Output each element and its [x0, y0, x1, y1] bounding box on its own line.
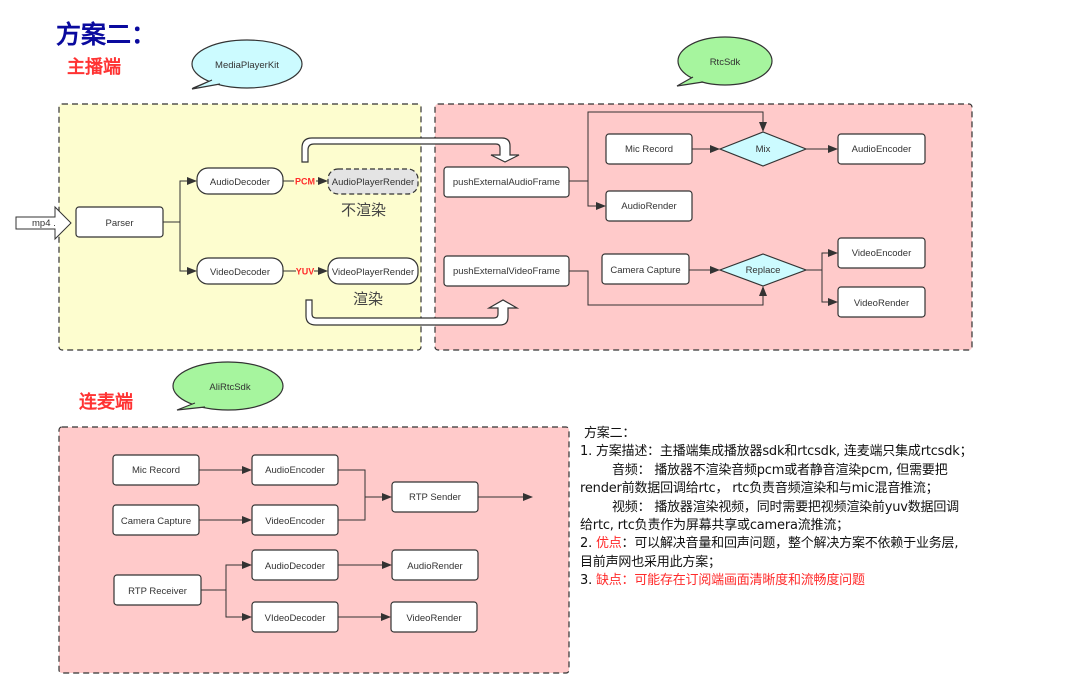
pros-text: ：可以解决音量和回声问题，整个解决方案不依赖于业务层,: [621, 536, 959, 552]
host-mic-record-label: Mic Record: [625, 144, 673, 155]
edge-receiver-to-video-decoder: [225, 590, 252, 621]
yuv-label: YUV: [296, 267, 315, 277]
edge-receiver-to-audio-decoder: [201, 561, 252, 591]
guest-audio-encoder-label: AudioEncoder: [265, 465, 325, 476]
guest-audio-encoder-node[interactable]: AudioEncoder: [251, 454, 339, 486]
video-decoder-label: VideoDecoder: [210, 267, 270, 278]
video-player-render-node[interactable]: VideoPlayerRender: [327, 257, 419, 285]
host-audio-render-label: AudioRender: [621, 201, 676, 212]
host-video-encoder-label: VideoEncoder: [852, 248, 912, 259]
guest-audio-decoder-node[interactable]: AudioDecoder: [251, 549, 339, 581]
edge-replace-to-encoder: [806, 249, 838, 271]
ali-rtc-sdk-bubble: AliRtcSdk: [172, 361, 284, 411]
mix-label: Mix: [756, 144, 771, 155]
edge-parser-split: [163, 177, 197, 223]
video-callback-arrow: [305, 299, 520, 326]
guest-video-render-node[interactable]: VideoRender: [390, 601, 478, 633]
host-video-render-node[interactable]: VideoRender: [837, 286, 926, 318]
guest-camera-capture-node[interactable]: Camera Capture: [112, 504, 200, 536]
guest-audio-render-label: AudioRender: [407, 561, 462, 572]
parser-label: Parser: [106, 218, 134, 229]
description-audio-line-2: render前数据回调给rtc， rtc负责音频渲染和与mic混音推流；: [580, 481, 939, 497]
mp4-input-arrow: mp4 .: [15, 205, 72, 241]
host-audio-encoder-node[interactable]: AudioEncoder: [837, 133, 926, 165]
host-video-render-label: VideoRender: [854, 298, 909, 309]
host-camera-capture-label: Camera Capture: [610, 265, 680, 276]
description-heading: 方案二：: [584, 426, 636, 441]
media-player-kit-bubble: MediaPlayerKit: [191, 39, 303, 90]
edge-audio-encoder-to-sender: [338, 469, 392, 501]
host-video-encoder-node[interactable]: VideoEncoder: [837, 237, 926, 269]
pros-label: 优点: [595, 536, 622, 552]
edge-replace-to-render: [821, 270, 838, 306]
edge-push-video-to-replace: [569, 270, 767, 306]
description-item-1: 1. 方案描述：主播端集成播放器sdk和rtcsdk, 连麦端只集成rtcsdk…: [580, 444, 973, 460]
mp4-label: mp4 .: [32, 218, 56, 229]
rtp-sender-label: RTP Sender: [409, 492, 461, 503]
guest-section-label: 连麦端: [79, 391, 133, 413]
guest-mic-record-label: Mic Record: [132, 465, 180, 476]
audio-player-render-label: AudioPlayerRender: [332, 177, 414, 188]
rtp-receiver-node[interactable]: RTP Receiver: [113, 574, 202, 606]
render-note: 渲染: [353, 290, 383, 308]
video-decoder-node[interactable]: VideoDecoder: [196, 257, 284, 285]
description-item-2: 2. 优点：可以解决音量和回声问题，整个解决方案不依赖于业务层,: [580, 535, 1060, 553]
guest-video-encoder-node[interactable]: VideoEncoder: [251, 504, 339, 536]
host-audio-render-node[interactable]: AudioRender: [605, 190, 693, 222]
guest-video-decoder-node[interactable]: VIdeoDecoder: [251, 601, 339, 633]
audio-decoder-label: AudioDecoder: [210, 177, 270, 188]
guest-video-render-label: VideoRender: [406, 613, 461, 624]
replace-label: Replace: [746, 265, 781, 276]
description-item-3: 3. 缺点：可能存在订阅端画面清晰度和流畅度问题: [580, 572, 1060, 590]
host-audio-encoder-label: AudioEncoder: [852, 144, 912, 155]
description-audio-line-1: 音频： 播放器不渲染音频pcm或者静音渲染pcm, 但需要把: [612, 462, 948, 478]
page-title: 方案二：: [56, 20, 156, 49]
no-render-note: 不渲染: [341, 201, 386, 219]
push-external-audio-frame-label: pushExternalAudioFrame: [453, 177, 560, 188]
guest-audio-decoder-label: AudioDecoder: [265, 561, 325, 572]
guest-camera-capture-label: Camera Capture: [121, 516, 191, 527]
pcm-label: PCM: [295, 177, 315, 187]
guest-audio-render-node[interactable]: AudioRender: [391, 549, 479, 581]
description-video-line-1: 视频： 播放器渲染视频，同时需要把视频渲染前yuv数据回调: [612, 499, 959, 515]
edge-push-audio-to-render: [587, 181, 606, 210]
host-mic-record-node[interactable]: Mic Record: [605, 133, 693, 165]
description-item-2-line-2: 目前声网也采用此方案；: [580, 554, 721, 570]
cons-label: 缺点: [595, 573, 622, 589]
push-external-video-frame-label: pushExternalVideoFrame: [453, 266, 560, 277]
edge-parser-video: [179, 222, 197, 275]
parser-node[interactable]: Parser: [75, 206, 164, 238]
rtp-receiver-label: RTP Receiver: [128, 586, 187, 597]
media-player-kit-label: MediaPlayerKit: [215, 60, 279, 71]
guest-video-encoder-label: VideoEncoder: [265, 516, 325, 527]
video-player-render-label: VideoPlayerRender: [332, 267, 414, 278]
audio-callback-arrow: [301, 137, 520, 163]
rtc-sdk-label: RtcSdk: [710, 57, 741, 68]
push-external-video-frame-node[interactable]: pushExternalVideoFrame: [443, 255, 570, 287]
item-2-number: 2.: [580, 536, 596, 552]
rtc-sdk-bubble: RtcSdk: [676, 36, 773, 87]
host-camera-capture-node[interactable]: Camera Capture: [601, 253, 690, 285]
description-video-line-2: 给rtc, rtc负责作为屏幕共享或camera流推流；: [580, 518, 849, 534]
edge-push-audio-to-mix: [569, 111, 767, 182]
audio-decoder-node[interactable]: AudioDecoder: [196, 167, 284, 195]
item-3-number: 3.: [580, 573, 596, 589]
edge-video-encoder-to-sender: [338, 497, 366, 521]
description-block: 方案二： 1. 方案描述：主播端集成播放器sdk和rtcsdk, 连麦端只集成r…: [580, 425, 1060, 591]
ali-rtc-sdk-label: AliRtcSdk: [209, 382, 250, 393]
push-external-audio-frame-node[interactable]: pushExternalAudioFrame: [443, 166, 570, 198]
host-section-label: 主播端: [67, 56, 121, 78]
audio-player-render-node[interactable]: AudioPlayerRender: [327, 168, 419, 195]
guest-video-decoder-label: VIdeoDecoder: [265, 613, 326, 624]
rtp-sender-node[interactable]: RTP Sender: [391, 481, 479, 513]
cons-text: ：可能存在订阅端画面清晰度和流畅度问题: [621, 573, 865, 589]
guest-mic-record-node[interactable]: Mic Record: [112, 454, 200, 486]
